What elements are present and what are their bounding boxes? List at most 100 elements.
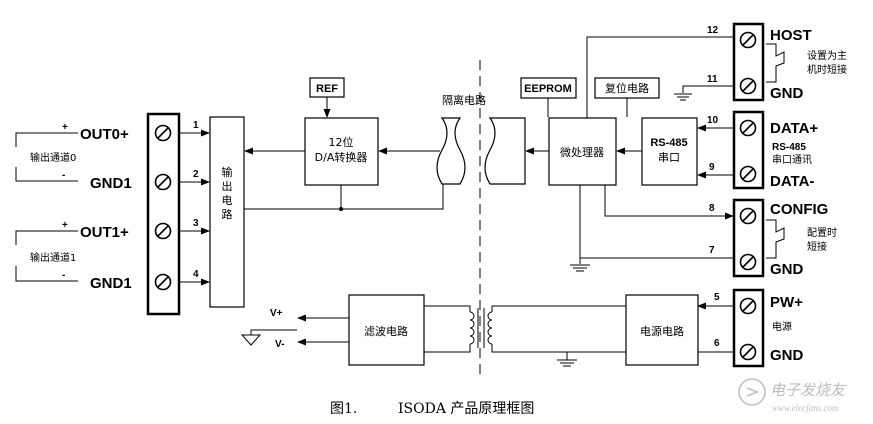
ground-icon bbox=[557, 359, 577, 367]
config-label: CONFIG bbox=[770, 201, 828, 218]
output-screw-terminals bbox=[154, 124, 172, 291]
output-circuit-block bbox=[209, 116, 245, 308]
screw-icon bbox=[739, 31, 757, 49]
ground-triangle-icon bbox=[240, 334, 262, 346]
screw-icon bbox=[739, 343, 757, 361]
gnd1-label: GND1 bbox=[90, 275, 132, 292]
data-terminal-block bbox=[732, 110, 765, 190]
reset-label: 复位电路 bbox=[605, 81, 649, 95]
screw-icon bbox=[739, 77, 757, 95]
power-to-transformer-wire bbox=[491, 305, 626, 312]
screw-icon bbox=[739, 119, 757, 137]
watermark-url: www.elecfans.com bbox=[772, 403, 839, 413]
vplus-label: V+ bbox=[270, 308, 283, 319]
channel-brackets bbox=[15, 132, 78, 282]
pin-number: 11 bbox=[707, 74, 718, 85]
rs485-block bbox=[641, 117, 698, 186]
pin-number: 9 bbox=[709, 162, 715, 173]
jumper-switch-icon bbox=[766, 43, 785, 83]
pin-number: 6 bbox=[714, 338, 720, 349]
config-gnd-label: GND bbox=[770, 261, 804, 278]
minus-sign: - bbox=[62, 270, 65, 281]
config-terminal-block bbox=[732, 198, 765, 278]
filter-label: 滤波电路 bbox=[364, 325, 408, 338]
ground-icon bbox=[570, 264, 590, 272]
screw-icon bbox=[154, 273, 172, 291]
host-gnd-label: GND bbox=[770, 85, 804, 102]
output-circuit-char: 输 bbox=[222, 165, 233, 179]
data-minus-label: DATA- bbox=[770, 173, 814, 190]
pw-plus-label: PW+ bbox=[770, 294, 803, 311]
out1-label: OUT1+ bbox=[80, 224, 129, 241]
host-note-line1: 设置为主 bbox=[807, 50, 847, 62]
rs485-label-line2: 串口 bbox=[658, 151, 680, 164]
host-gnd-wire bbox=[682, 85, 733, 93]
plus-sign: + bbox=[62, 122, 68, 133]
isolation-left-half bbox=[436, 117, 466, 185]
output-circuit-char: 电 bbox=[222, 194, 233, 207]
power-label: 电源 bbox=[772, 320, 792, 333]
figure-caption: ISODA 产品原理框图 bbox=[398, 401, 534, 417]
isolation-right-half bbox=[484, 117, 526, 185]
power-return-wire bbox=[491, 344, 626, 353]
pin-number: 8 bbox=[709, 203, 715, 214]
host-wire bbox=[586, 36, 733, 118]
power-terminal-block bbox=[732, 288, 765, 368]
transformer-icon bbox=[469, 308, 493, 348]
output-circuit-char: 出 bbox=[222, 179, 233, 193]
data-plus-label: DATA+ bbox=[770, 120, 818, 137]
ref-label: REF bbox=[316, 83, 338, 95]
channel-0-label: 输出通道0 bbox=[30, 151, 76, 164]
config-note-line1: 配置时 bbox=[807, 227, 837, 239]
da-label-line2: D/A转换器 bbox=[315, 150, 368, 164]
ground-icon bbox=[674, 93, 692, 101]
pin-number: 1 bbox=[193, 120, 199, 131]
figure-number: 图1. bbox=[330, 401, 357, 417]
comm-label-line2: 串口通讯 bbox=[772, 154, 812, 166]
pin-number: 7 bbox=[709, 245, 715, 256]
isolation-label: 隔离电路 bbox=[442, 93, 486, 107]
screw-icon bbox=[739, 207, 757, 225]
mcu-block bbox=[548, 117, 617, 186]
pw-gnd-label: GND bbox=[770, 347, 804, 364]
filter-block bbox=[348, 294, 425, 366]
watermark-text: 电子发烧友 bbox=[770, 382, 847, 399]
screw-icon bbox=[739, 253, 757, 271]
screw-icon bbox=[154, 222, 172, 240]
screw-icon bbox=[154, 124, 172, 142]
out0-label: OUT0+ bbox=[80, 126, 129, 143]
pin-number: 4 bbox=[193, 269, 199, 280]
host-note-line2: 机时短接 bbox=[807, 63, 847, 76]
screw-icon bbox=[739, 297, 757, 315]
jumper-switch-icon bbox=[766, 219, 785, 259]
gnd1-label: GND1 bbox=[90, 175, 132, 192]
power-circuit-block bbox=[625, 294, 699, 366]
floating-ground-wire bbox=[250, 329, 297, 335]
rs485-label-line1: RS-485 bbox=[650, 137, 687, 149]
output-circuit-char: 路 bbox=[222, 208, 233, 221]
plus-sign: + bbox=[62, 220, 68, 231]
screw-icon bbox=[739, 165, 757, 183]
host-terminal-block bbox=[732, 22, 765, 102]
da-label-line1: 12位 bbox=[329, 135, 354, 149]
mcu-label: 微处理器 bbox=[560, 145, 604, 159]
config-note-line2: 短接 bbox=[807, 240, 827, 253]
power-circuit-label: 电源电路 bbox=[640, 324, 684, 338]
feedback-wire bbox=[244, 184, 444, 210]
host-label: HOST bbox=[770, 27, 812, 44]
pin-number: 2 bbox=[193, 169, 199, 180]
pin-number: 5 bbox=[714, 292, 720, 303]
transformer-to-filter-wire bbox=[424, 305, 471, 312]
comm-label-line1: RS-485 bbox=[772, 142, 806, 153]
output-pin-wires bbox=[179, 129, 210, 286]
watermark-logo: 电子发烧友 www.elecfans.com bbox=[738, 378, 847, 413]
vminus-label: V- bbox=[275, 339, 284, 350]
channel-1-label: 输出通道1 bbox=[30, 251, 76, 264]
transformer-return-wire bbox=[424, 344, 471, 353]
pin-number: 12 bbox=[707, 25, 719, 36]
pin-number: 3 bbox=[193, 218, 199, 229]
minus-sign: - bbox=[62, 170, 65, 181]
eeprom-label: EEPROM bbox=[524, 83, 572, 95]
config-wire bbox=[604, 185, 734, 220]
